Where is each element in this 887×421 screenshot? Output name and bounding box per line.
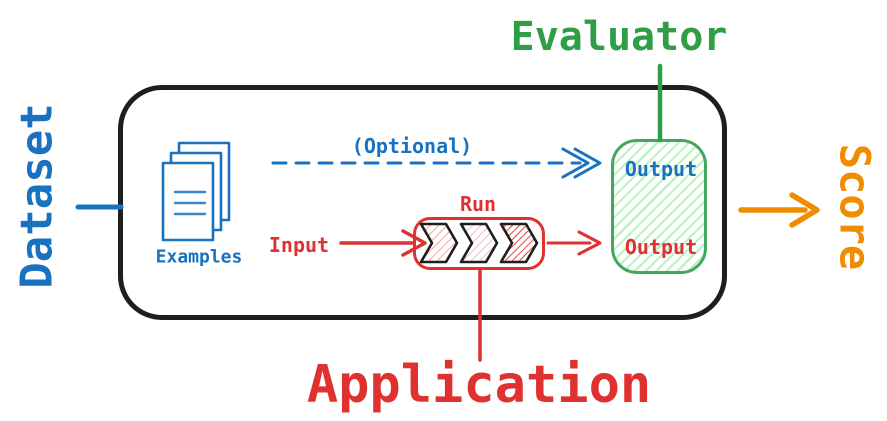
evaluator-output-label: Output [624, 157, 698, 181]
dataset-label: Dataset [11, 103, 63, 289]
optional-label: (Optional) [351, 134, 473, 158]
chevron-step-3-icon [499, 222, 539, 264]
score-arrow [738, 192, 820, 228]
run-pipeline-box [413, 217, 545, 270]
input-label: Input [268, 233, 330, 257]
evaluator-label: Evaluator [510, 14, 728, 60]
examples-label: Examples [155, 246, 243, 268]
chevron-step-1-icon [419, 222, 459, 264]
score-label: Score [830, 143, 880, 271]
application-output-label: Output [624, 235, 698, 259]
pipeline-chevrons-icon [419, 222, 539, 264]
chevron-step-2-icon [459, 222, 499, 264]
evaluator-output-box [611, 139, 707, 274]
application-label: Application [306, 355, 652, 415]
run-label: Run [459, 192, 497, 216]
experiment-container-box [118, 85, 727, 320]
